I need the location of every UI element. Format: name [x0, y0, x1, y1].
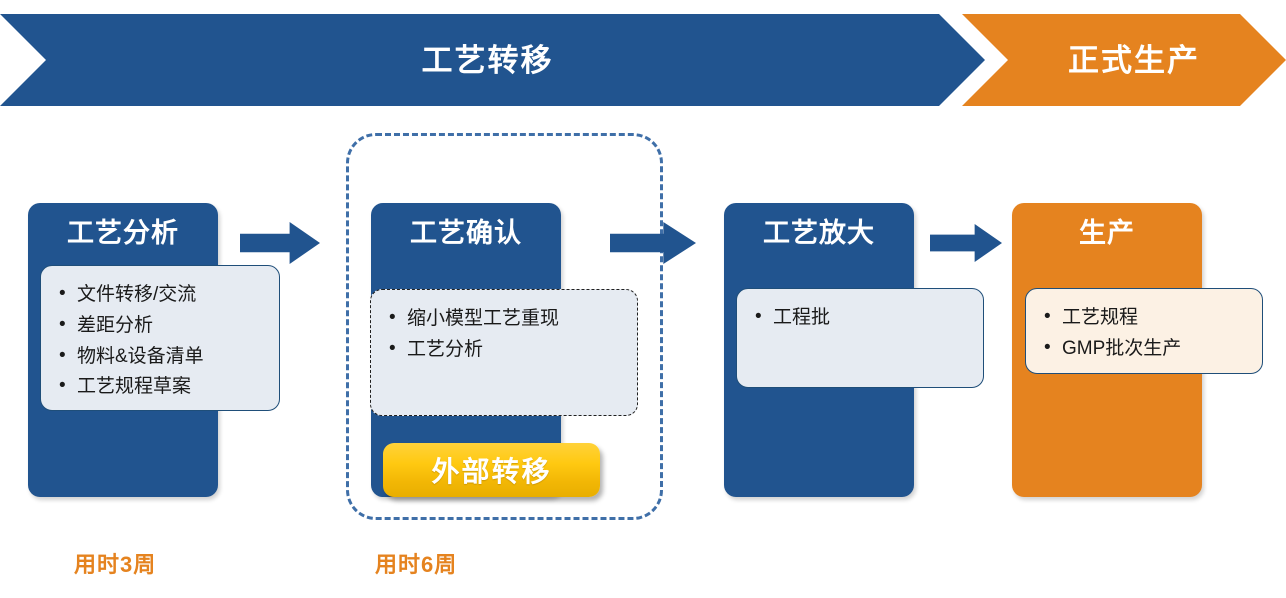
stage-title-process-confirmation: 工艺确认 — [410, 218, 522, 248]
stage-title-process-analysis: 工艺分析 — [67, 218, 179, 248]
banner-chevron-formal-production: 正式生产 — [962, 14, 1286, 106]
external-transfer-badge-label: 外部转移 — [431, 456, 552, 487]
list-item: 文件转移/交流 — [57, 279, 273, 311]
stage-title-process-scaleup: 工艺放大 — [763, 218, 875, 248]
list-item: 物料&设备清单 — [57, 341, 273, 373]
list-item: 工程批 — [753, 302, 977, 334]
external-transfer-badge[interactable]: 外部转移 — [383, 443, 600, 497]
stage-callout-process-scaleup: 工程批 — [736, 288, 984, 388]
banner-label-formal-production: 正式生产 — [1068, 42, 1200, 78]
banner-label-process-transfer: 工艺转移 — [421, 42, 554, 78]
stage-callout-production: 工艺规程 GMP批次生产 — [1025, 288, 1263, 374]
list-item: 缩小模型工艺重现 — [387, 303, 631, 335]
stage-callout-process-confirmation: 缩小模型工艺重现 工艺分析 — [370, 289, 638, 416]
list-item: 工艺规程 — [1042, 302, 1256, 334]
list-item: GMP批次生产 — [1042, 333, 1256, 365]
stage-title-production: 生产 — [1079, 218, 1135, 248]
list-item: 工艺分析 — [387, 334, 631, 366]
stage-callout-process-analysis: 文件转移/交流 差距分析 物料&设备清单 工艺规程草案 — [40, 265, 280, 411]
banner-chevron-process-transfer: 工艺转移 — [0, 14, 985, 106]
duration-label-stage-1: 用时3周 — [74, 552, 157, 577]
duration-label-stage-2: 用时6周 — [375, 552, 458, 577]
phase-banner: 工艺转移 正式生产 — [0, 14, 1286, 106]
right-arrow-icon — [240, 222, 320, 264]
right-arrow-icon — [930, 224, 1002, 262]
external-transfer-group-outline — [346, 133, 663, 520]
list-item: 差距分析 — [57, 310, 273, 342]
list-item: 工艺规程草案 — [57, 371, 273, 403]
